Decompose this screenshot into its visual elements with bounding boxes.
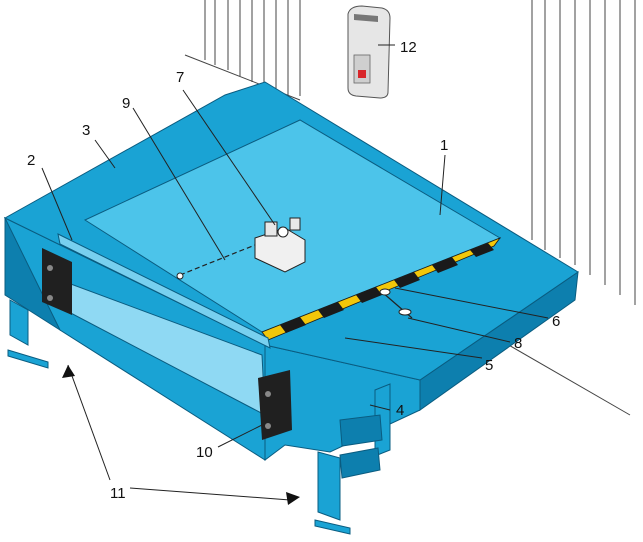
frame-slots <box>339 414 383 479</box>
arrowheads <box>62 365 300 505</box>
callout-1: 1 <box>440 137 448 154</box>
control-panel-icon <box>347 5 391 99</box>
callout-12: 12 <box>400 39 417 56</box>
ground-line <box>499 339 631 416</box>
leader-lines <box>41 44 549 501</box>
callout-10: 10 <box>196 444 213 461</box>
support-legs <box>7 299 391 535</box>
callout-11: 11 <box>110 485 126 502</box>
callout-7: 7 <box>176 69 184 86</box>
lift-cylinder <box>379 288 413 319</box>
callout-4: 4 <box>396 402 404 419</box>
safety-stripe <box>261 237 502 341</box>
callout-9: 9 <box>122 95 130 112</box>
wall-lines-right <box>531 0 636 305</box>
hydraulic-unit-icon <box>254 217 306 273</box>
bumper-icon <box>258 370 292 440</box>
wall-lines-left <box>204 0 301 100</box>
callout-6: 6 <box>552 313 560 330</box>
lip-plate <box>57 233 271 349</box>
callout-5: 5 <box>485 357 493 374</box>
callout-2: 2 <box>27 152 35 169</box>
callout-3: 3 <box>82 122 90 139</box>
hydraulic-hose <box>179 244 256 276</box>
bumper-left <box>42 248 72 315</box>
callout-8: 8 <box>514 335 522 352</box>
